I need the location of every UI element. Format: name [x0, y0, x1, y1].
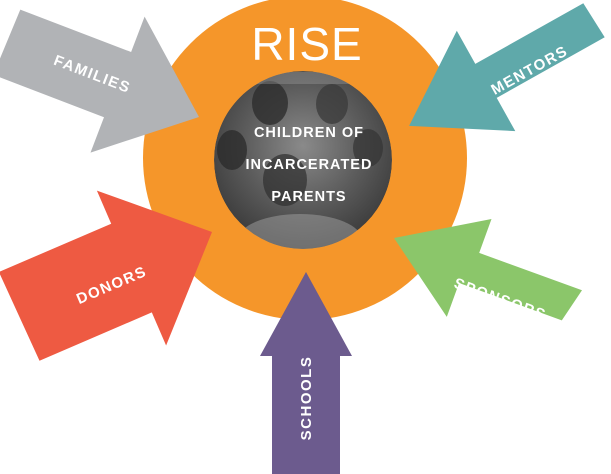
- schools-arrow: SCHOOLS: [260, 272, 352, 474]
- schools-label: SCHOOLS: [298, 356, 315, 441]
- families-arrow: FAMILIES: [0, 9, 199, 153]
- rise-title: RISE: [251, 18, 362, 70]
- center-label-line-3: PARENTS: [271, 189, 346, 205]
- center-label-line-2: INCARCERATED: [246, 157, 373, 173]
- donors-arrow: DONORS: [0, 190, 212, 361]
- center-label-line-1: CHILDREN OF: [254, 125, 364, 141]
- sponsors-arrow: SPONSORS: [394, 219, 582, 324]
